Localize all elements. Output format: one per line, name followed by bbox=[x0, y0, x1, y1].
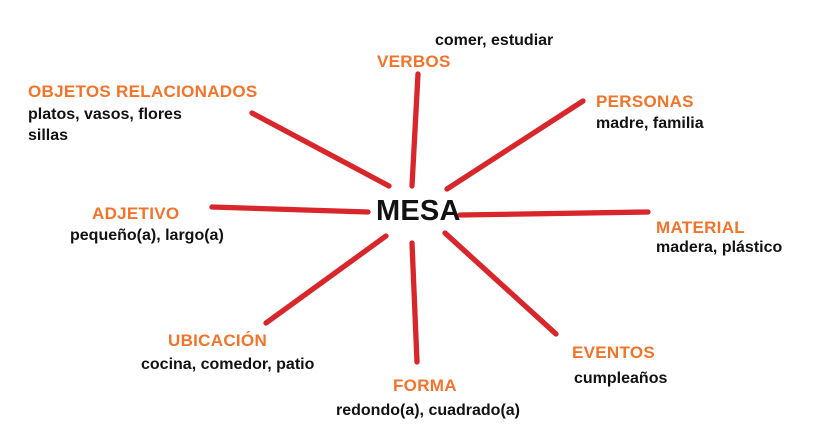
branch-label-personas: PERSONAS bbox=[596, 92, 694, 111]
branch-examples-ubicacion: cocina, comedor, patio bbox=[141, 356, 315, 373]
branch-examples-personas: madre, familia bbox=[596, 115, 704, 132]
branch-examples-adjetivo: pequeño(a), largo(a) bbox=[70, 227, 224, 244]
connector-forma-line bbox=[409, 240, 420, 365]
branch-label-ubicacion: UBICACIÓN bbox=[168, 331, 268, 350]
connector-material-line bbox=[457, 209, 651, 218]
branch-label-adjetivo: ADJETIVO bbox=[92, 204, 180, 223]
branch-examples-forma: redondo(a), cuadrado(a) bbox=[336, 402, 521, 419]
branch-examples-objetos-line2: sillas bbox=[28, 127, 69, 144]
connector-eventos-line bbox=[442, 230, 559, 337]
branch-label-objetos-relacionados: OBJETOS RELACIONADOS bbox=[28, 82, 258, 101]
connector-verbos-line bbox=[409, 71, 421, 189]
branch-examples-objetos-relacionados: platos, vasos, flores sillas bbox=[28, 104, 182, 146]
branch-examples-objetos-line1: platos, vasos, flores bbox=[28, 106, 182, 123]
branch-label-forma: FORMA bbox=[393, 376, 457, 395]
branch-label-material: MATERIAL bbox=[656, 218, 745, 237]
branch-examples-verbos: comer, estudiar bbox=[435, 32, 554, 49]
branch-examples-eventos: cumpleaños bbox=[574, 370, 668, 387]
branch-examples-material: madera, plástico bbox=[656, 239, 783, 256]
connector-ubicacion-line bbox=[263, 233, 389, 326]
connector-personas-line bbox=[444, 98, 586, 192]
connector-adjetivo-line bbox=[209, 204, 371, 215]
branch-label-verbos: VERBOS bbox=[377, 52, 451, 71]
center-word: MESA bbox=[376, 195, 461, 227]
branch-label-eventos: EVENTOS bbox=[572, 343, 656, 362]
connector-objetos-line bbox=[249, 110, 392, 189]
